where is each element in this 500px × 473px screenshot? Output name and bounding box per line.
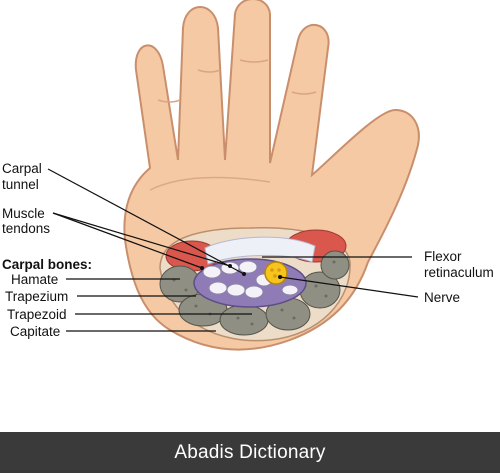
label-carpal-bones-heading: Carpal bones: (2, 257, 93, 272)
footer-banner: Abadis Dictionary (0, 432, 500, 473)
label-hamate: Hamate (11, 272, 59, 287)
hand-cross-section-illustration (47, 0, 420, 351)
label-nerve: Nerve (424, 290, 461, 305)
label-flexor-retinaculum-line1: Flexor (424, 249, 462, 264)
label-muscle-tendons-line1: Muscle (2, 206, 45, 221)
median-nerve (264, 261, 288, 285)
leader-lines (47, 168, 419, 332)
label-carpal-tunnel-line2: tunnel (2, 177, 39, 192)
label-trapezoid: Trapezoid (7, 307, 67, 322)
flexor-retinaculum (204, 236, 316, 265)
carpal-bones (159, 250, 350, 336)
label-carpal-tunnel-line1: Carpal (2, 161, 42, 176)
label-trapezium: Trapezium (5, 289, 69, 304)
label-capitate: Capitate (10, 324, 61, 339)
label-flexor-retinaculum-line2: retinaculum (424, 265, 494, 280)
footer-text: Abadis Dictionary (174, 441, 326, 463)
label-muscle-tendons-line2: tendons (2, 221, 51, 236)
